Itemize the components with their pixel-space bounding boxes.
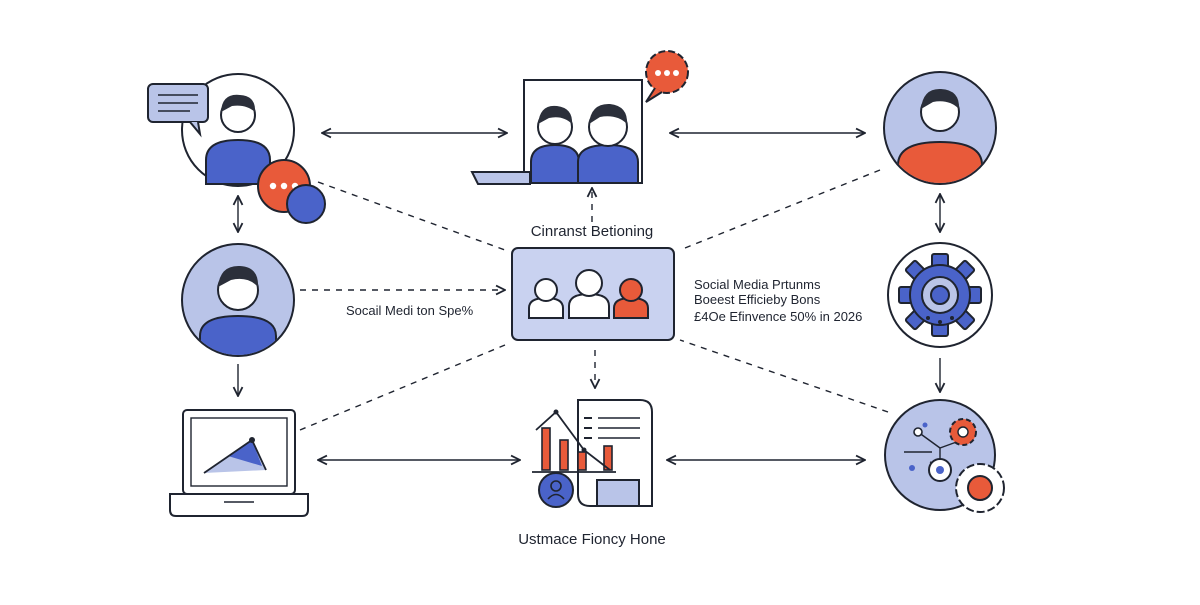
- user-avatar-icon: [883, 71, 997, 185]
- right-label-line-3: £4Oe Efinvence 50% in 2026: [694, 309, 862, 324]
- connector-top-right-center: [679, 169, 881, 251]
- team-group-icon: [511, 247, 675, 341]
- connector-bottom-right-center: [679, 339, 889, 413]
- left-label: Socail Medi ton Spe%: [346, 303, 474, 318]
- report-analytics-icon: [532, 399, 653, 508]
- bottom-title: Ustmace Fioncy Hone: [518, 531, 666, 548]
- right-label-line-1: Social Media Prtunms: [694, 277, 821, 292]
- video-call-icon: [470, 50, 689, 185]
- network-automation-icon: [884, 399, 1005, 513]
- dashed-connectors: [299, 169, 889, 431]
- center-title: Cinranst Betioning: [531, 223, 654, 240]
- laptop-chart-icon: [169, 409, 309, 517]
- connector-bottom-left-center: [299, 344, 506, 431]
- user-profile-icon: [181, 243, 295, 357]
- user-chat-icon: [147, 73, 326, 224]
- right-label-line-2: Boeest Efficieby Bons: [694, 292, 821, 307]
- gear-badge-icon: [645, 50, 689, 103]
- connector-top-left-center: [317, 181, 506, 251]
- solid-arrows: [238, 133, 940, 460]
- settings-gear-icon: [887, 242, 993, 348]
